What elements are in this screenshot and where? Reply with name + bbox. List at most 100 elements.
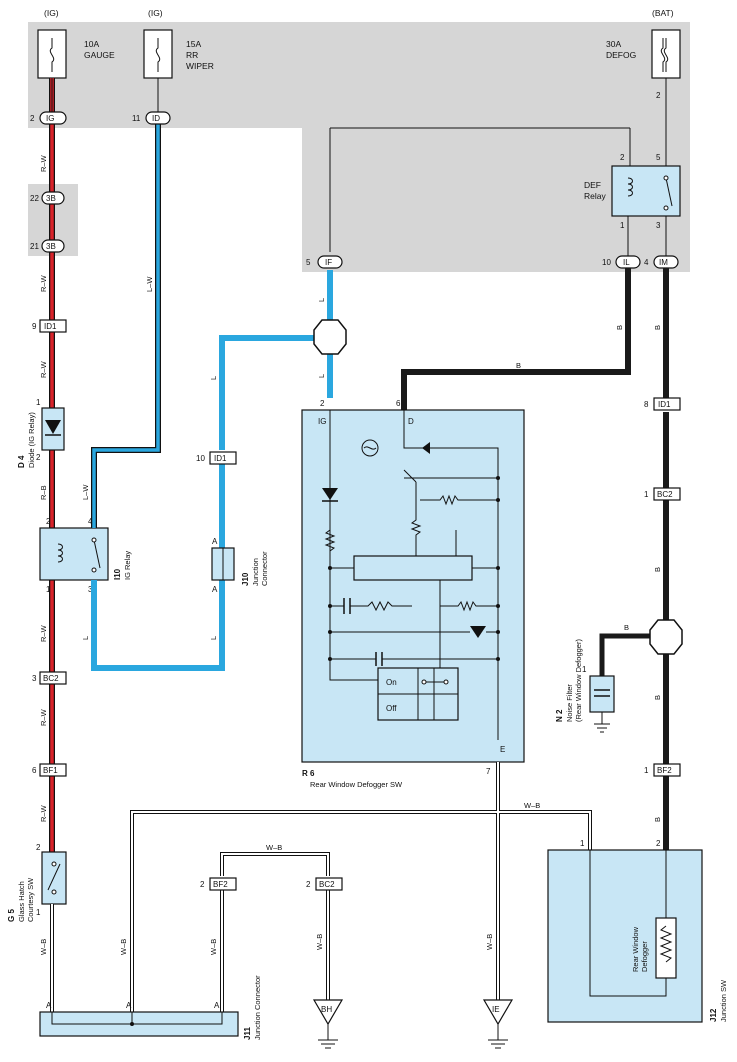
ground-bh: BH [312, 999, 344, 1049]
connector-il: IL 10 [602, 255, 641, 269]
svg-text:1: 1 [582, 665, 587, 674]
svg-text:1: 1 [580, 839, 585, 848]
svg-text:Off: Off [386, 704, 397, 713]
wire-label-wb-5: W–B [209, 939, 218, 955]
pin-defog-2: 2 [656, 91, 661, 100]
connector-id: ID 11 [132, 111, 171, 125]
svg-text:DEFOG: DEFOG [606, 50, 636, 60]
n2-name2: (Rear Window Defogger) [574, 639, 583, 722]
wire-label-b-3: B [516, 361, 521, 370]
svg-text:GAUGE: GAUGE [84, 50, 115, 60]
connector-bc2-left: BC2 3 [32, 671, 67, 685]
svg-text:3B: 3B [46, 242, 56, 251]
wire-label-rw-5: R–W [39, 708, 48, 726]
diode-d4-name: Diode (IG Relay) [27, 412, 36, 468]
wire-label-b-6: B [653, 695, 662, 700]
wire-blue-l [91, 270, 333, 671]
fuse-rr-wiper: 15A RR WIPER [143, 29, 214, 79]
wire-label-rw-3: R–W [39, 360, 48, 378]
wire-label-wb-7: W–B [485, 934, 494, 950]
svg-text:6: 6 [32, 766, 37, 775]
svg-text:E: E [500, 745, 505, 754]
svg-text:4: 4 [88, 517, 93, 526]
j12-name: Junction SW [719, 979, 728, 1022]
svg-text:A: A [212, 537, 218, 546]
svg-text:A: A [46, 1001, 52, 1010]
svg-text:BC2: BC2 [43, 674, 59, 683]
switch-g5-name1: Glass Hatch [17, 881, 26, 922]
wire-label-wb-6: W–B [315, 934, 324, 950]
r6-name: Rear Window Defogger SW [310, 780, 403, 789]
svg-text:BF1: BF1 [43, 766, 58, 775]
svg-text:ID1: ID1 [214, 454, 227, 463]
wire-label-b-5: B [624, 623, 629, 632]
noise-filter-n2: 1 [582, 665, 615, 733]
svg-text:BF2: BF2 [657, 766, 672, 775]
wire-label-rw-2: R–W [39, 274, 48, 292]
svg-text:15A: 15A [186, 39, 201, 49]
svg-text:1: 1 [36, 398, 41, 407]
svg-text:BC2: BC2 [657, 490, 673, 499]
connector-bf2-mid: BF2 2 [200, 877, 237, 891]
svg-text:2: 2 [656, 839, 661, 848]
fuse-gauge: 10A GAUGE [37, 29, 115, 79]
svg-text:3B: 3B [46, 194, 56, 203]
j10-name2: Connector [260, 551, 269, 586]
svg-text:IF: IF [325, 258, 332, 267]
j11-code: J11 [243, 1027, 252, 1040]
svg-text:2: 2 [306, 880, 311, 889]
j10-name1: Junction [251, 558, 260, 586]
svg-text:2: 2 [320, 399, 325, 408]
svg-text:2: 2 [30, 114, 35, 123]
svg-text:1: 1 [36, 908, 41, 917]
wire-label-b-7: B [653, 817, 662, 822]
power-label-ig-1: (IG) [44, 8, 59, 18]
svg-text:ID: ID [152, 114, 160, 123]
wire-label-l-1: L [317, 298, 326, 302]
def-relay: 2 5 1 3 [611, 153, 681, 230]
wire-label-b-4: B [653, 567, 662, 572]
svg-text:BC2: BC2 [319, 880, 335, 889]
power-label-bat: (BAT) [652, 8, 674, 18]
connector-id1-right: ID1 8 [644, 397, 681, 411]
fuse-defog: 30A DEFOG [606, 29, 681, 79]
svg-text:5: 5 [306, 258, 311, 267]
connector-id1-left: ID1 9 [32, 319, 67, 333]
defogger-name2: Defogger [640, 941, 649, 972]
svg-text:3: 3 [32, 674, 37, 683]
power-label-ig-2: (IG) [148, 8, 163, 18]
wire-label-lw-2: L–W [81, 484, 90, 500]
connector-if: IF 5 [306, 255, 343, 269]
svg-text:1: 1 [620, 221, 625, 230]
svg-text:D: D [408, 417, 414, 426]
svg-text:11: 11 [132, 114, 141, 123]
svg-text:A: A [126, 1001, 132, 1010]
svg-text:2: 2 [620, 153, 625, 162]
svg-text:3: 3 [88, 585, 93, 594]
svg-text:1: 1 [46, 585, 51, 594]
glass-hatch-courtesy-switch: 2 1 [36, 843, 67, 917]
connector-3b-21: 3B 21 [30, 239, 65, 253]
wire-label-rb: R–B [39, 485, 48, 500]
connector-3b-22: 3B 22 [30, 191, 65, 205]
svg-text:A: A [212, 585, 218, 594]
svg-text:IG: IG [46, 114, 54, 123]
connector-bf2-right: BF2 1 [644, 763, 681, 777]
diode-d4: 1 2 [36, 398, 65, 462]
wire-label-b-1: B [615, 325, 624, 330]
junction-connector-j11: A A A [39, 1001, 239, 1037]
wire-label-rw-4: R–W [39, 624, 48, 642]
svg-text:IM: IM [659, 258, 668, 267]
r6-code: R 6 [302, 769, 315, 778]
wire-label-l-2: L [317, 374, 326, 378]
svg-text:IE: IE [492, 1005, 500, 1014]
wire-label-rw-1: R–W [39, 154, 48, 172]
j10-code: J10 [241, 572, 250, 586]
n2-code: N 2 [555, 709, 564, 722]
svg-text:WIPER: WIPER [186, 61, 214, 71]
wire-black-b [401, 268, 669, 850]
splice-junction-b [649, 619, 683, 655]
diode-d4-code: D 4 [17, 455, 26, 468]
svg-text:A: A [214, 1001, 220, 1010]
defogger-name1: Rear Window [631, 926, 640, 972]
